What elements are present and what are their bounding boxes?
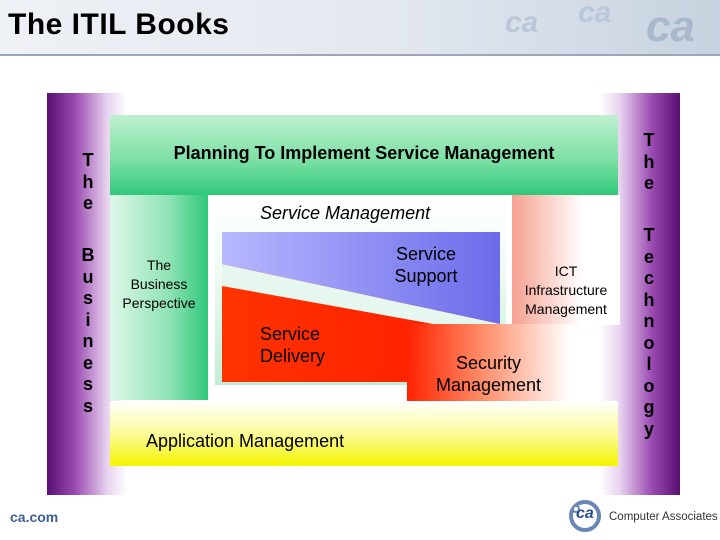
ict-line-2: Infrastructure [524,282,608,298]
business-column-letter: i [85,309,91,330]
business-column-letter: h [82,171,94,192]
title-bar [0,0,720,54]
service-support-line-1: Service [395,244,457,264]
security-management-label: Security Management [407,352,570,396]
business-column-letter: s [82,374,93,394]
footer-logo-text: ca [576,505,594,522]
business-column-letter: e [82,193,93,213]
business-perspective-label: The Business Perspective [110,256,208,313]
service-delivery-line-2: Delivery [260,346,326,366]
business-column-letter: s [82,288,93,308]
footer-url: ca.com [10,509,59,525]
service-support-line-2: Support [394,266,458,286]
ict-line-1: ICT [554,263,578,279]
application-management-label: Application Management [146,431,345,451]
header-divider [0,54,720,56]
business-perspective-line-1: The [146,257,172,273]
footer-logo-icon: ca [566,500,606,532]
technology-column-letter: y [643,418,654,439]
technology-column-letter: T [643,225,655,245]
technology-column-letter: n [643,311,655,331]
technology-column-letter: o [643,375,655,396]
watermark-logo-1: ca [505,6,539,39]
service-support-area [222,232,500,324]
security-line-2: Management [435,375,542,395]
business-column-letter: T [82,150,94,170]
technology-column-letter: c [643,268,654,288]
service-support-label: Service Support [376,243,476,287]
service-delivery-label: Service Delivery [260,323,325,367]
security-line-1: Security [455,353,522,373]
business-perspective-box [110,195,208,400]
business-column-letter: n [82,331,94,351]
planning-label: Planning To Implement Service Management [173,143,555,163]
technology-column-letter: h [643,151,655,172]
ict-infrastructure-box [512,195,620,325]
business-column-letter: s [82,395,93,416]
technology-column-letter: l [646,354,652,374]
business-perspective-line-3: Perspective [122,295,196,311]
technology-column-letter: e [643,173,654,193]
watermark-logo-2: ca [578,0,612,29]
technology-column-letter: T [643,130,655,150]
ict-infrastructure-label: ICT Infrastructure Management [510,262,622,319]
ict-line-3: Management [525,301,607,317]
service-delivery-line-1: Service [260,324,321,344]
business-perspective-line-2: Business [130,276,188,292]
planning-box [110,115,618,195]
page-title: The ITIL Books [8,8,230,41]
technology-column-letter: h [643,289,655,310]
watermark-logo-3: ca [646,2,695,51]
service-support-delivery-panel [222,232,500,382]
business-column-letter: B [81,245,95,265]
business-column-letter: u [82,266,94,287]
application-management-box [110,401,618,466]
security-management-box [407,324,570,408]
business-column-letter: e [82,352,93,373]
support-delivery-divider [222,264,500,336]
technology-column-letter: o [643,332,655,353]
technology-column-letter: g [643,397,655,417]
service-management-label: Service Management [260,203,431,223]
footer-company-name: Computer Associates [609,511,718,523]
technology-column-letter: e [643,246,654,267]
